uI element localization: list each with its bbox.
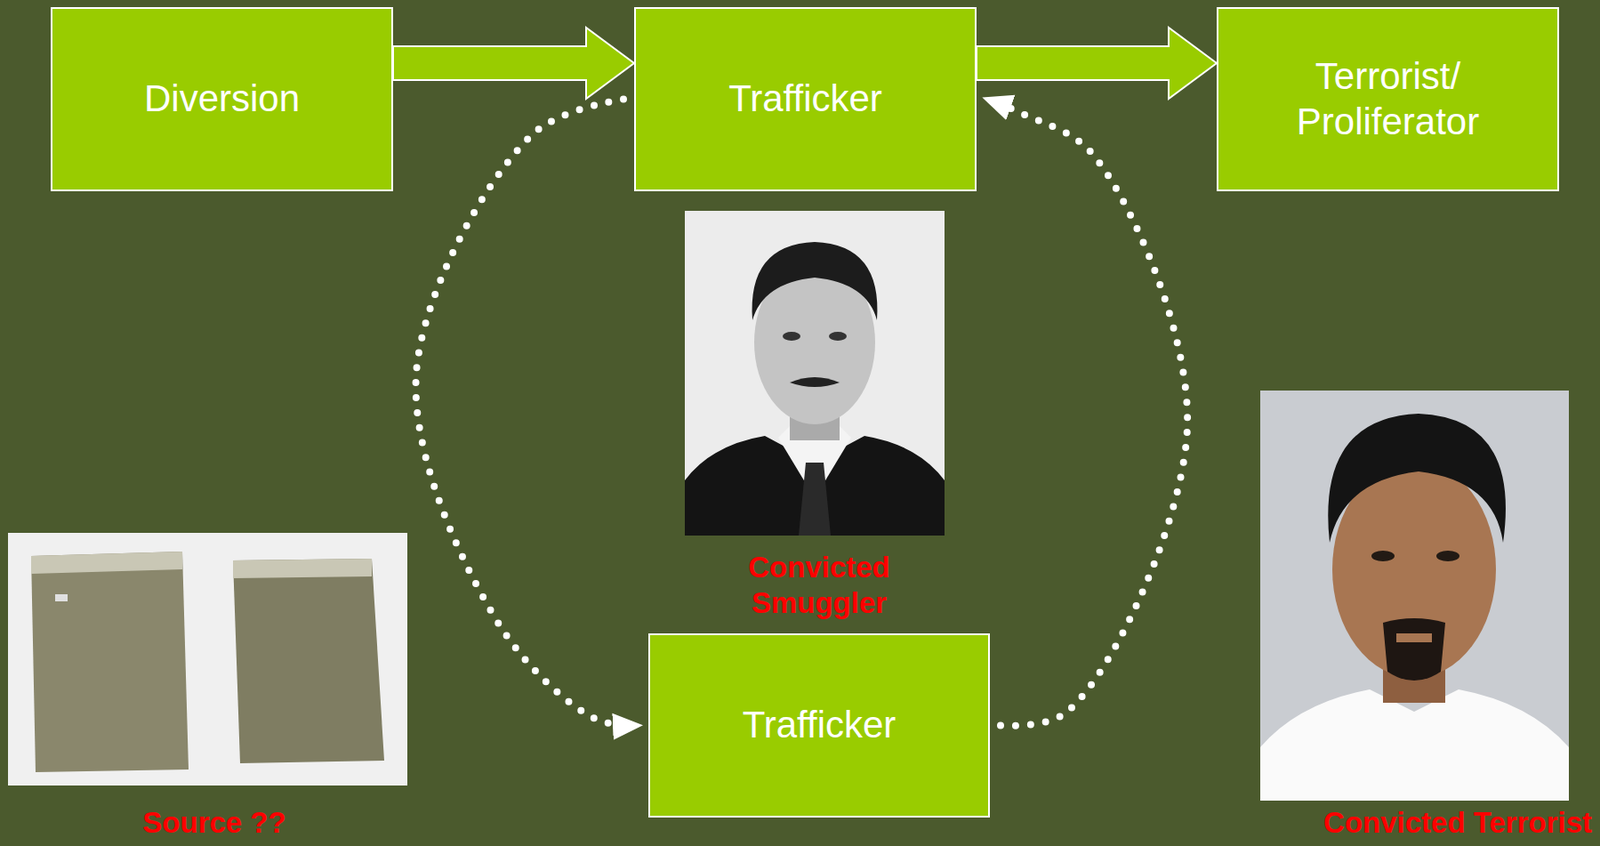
terrorist-photo [1260, 390, 1569, 801]
process-box: Terrorist/ Proliferator [1216, 7, 1560, 192]
box-label: Terrorist/ Proliferator [1238, 54, 1538, 145]
box-label: Trafficker [742, 702, 897, 748]
process-box: Trafficker [648, 633, 990, 818]
dotted-arrow [416, 99, 638, 726]
process-box: Trafficker [634, 7, 977, 192]
caption-label: Convicted Smuggler [747, 549, 891, 620]
smuggler-photo [684, 210, 945, 536]
block-arrow [976, 27, 1217, 99]
block-arrow [393, 27, 635, 99]
bags-photo [8, 532, 408, 786]
process-box: Diversion [50, 7, 394, 192]
caption-label: Source ?? [142, 804, 286, 841]
caption-label: Convicted Terrorist [1323, 804, 1592, 841]
dotted-arrow [987, 99, 1188, 726]
box-label: Diversion [144, 76, 300, 121]
box-label: Trafficker [728, 76, 883, 121]
